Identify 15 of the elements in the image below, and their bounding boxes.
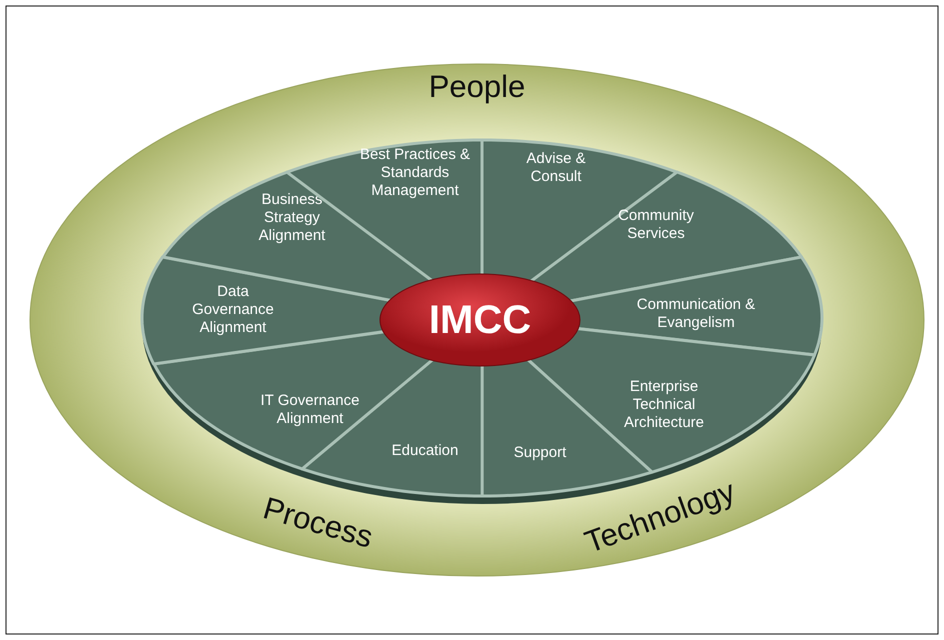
center-ellipse [378,272,582,368]
ring-label: Process [259,490,377,556]
segment-label: Data Governance Alignment [191,282,275,337]
ring-label: People [428,69,526,105]
segment-label: Support [512,444,568,462]
segment-label: Education [390,442,460,460]
segment-label: IT Governance Alignment [260,392,360,428]
segment-label: Enterprise Technical Architecture [622,378,706,432]
segment-label: Business Strategy Alignment [258,190,326,245]
segment-label: Best Practices & Standards Management [358,146,471,200]
outer-ring [28,62,926,578]
segment-label: Advise & Consult [525,150,587,186]
segment-label: Community Services [617,206,695,243]
segment-label: Communication & Evangelism [636,296,756,332]
center-label: IMCC [428,298,532,342]
